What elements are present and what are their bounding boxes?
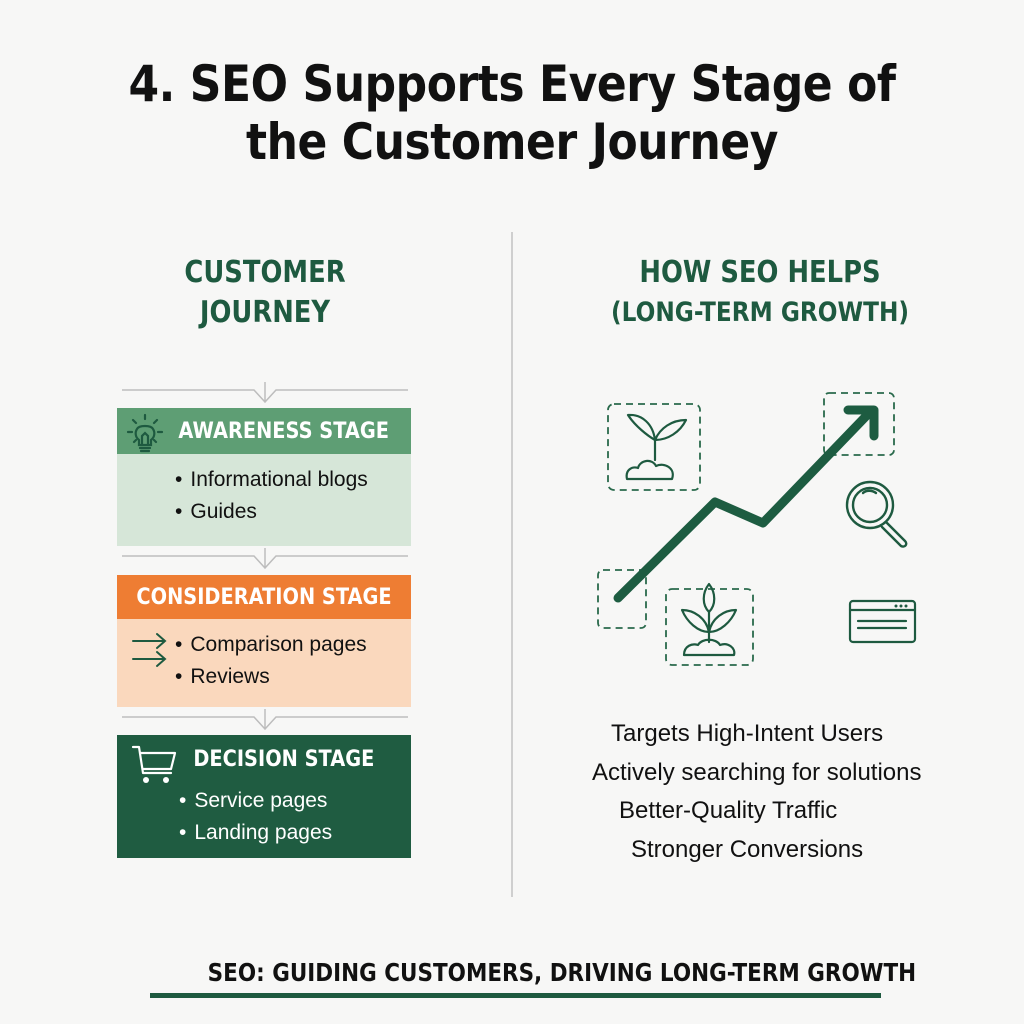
awareness-stage-title: AWARENESS STAGE — [178, 418, 390, 444]
awareness-stage-card: AWARENESS STAGE Informational blogs Guid… — [117, 408, 411, 546]
connector-arrow — [122, 548, 408, 570]
dashed-frame — [665, 588, 754, 666]
footer-tagline-text: SEO: GUIDING CUSTOMERS, DRIVING LONG-TER… — [207, 958, 917, 987]
dashed-frame — [597, 569, 647, 629]
sprout-icon — [625, 413, 688, 481]
how-seo-helps-heading: HOW SEO HELPS (LONG-TERM GROWTH) — [588, 253, 932, 333]
shopping-cart-icon — [131, 745, 177, 783]
list-item: Guides — [175, 496, 411, 528]
customer-journey-heading: CUSTOMER JOURNEY — [140, 253, 389, 333]
decision-stage-header: DECISION STAGE — [117, 735, 411, 783]
title-line-1: 4. SEO Supports Every Stage of — [128, 55, 896, 113]
dashed-frame — [823, 392, 895, 456]
consideration-stage-list: Comparison pages Reviews — [117, 619, 411, 707]
footer-tagline: SEO: GUIDING CUSTOMERS, DRIVING LONG-TER… — [150, 958, 916, 987]
decision-stage-title: DECISION STAGE — [193, 746, 375, 772]
heading-line-1: HOW SEO HELPS — [639, 255, 881, 290]
benefit-line: Stronger Conversions — [631, 836, 864, 863]
heading-line-1: CUSTOMER — [184, 255, 346, 290]
heading-line-2: (LONG-TERM GROWTH) — [611, 297, 909, 328]
benefit-line: Better-Quality Traffic — [619, 797, 838, 824]
list-item: Landing pages — [179, 817, 411, 849]
column-divider — [511, 232, 513, 897]
browser-window-icon — [848, 599, 917, 644]
footer-underline — [150, 993, 881, 998]
heading-line-2: JOURNEY — [199, 295, 331, 330]
lightbulb-icon — [126, 413, 164, 453]
list-item: Service pages — [179, 785, 411, 817]
list-item: Informational blogs — [175, 464, 411, 496]
list-item: Reviews — [175, 661, 411, 693]
arrows-right-icon — [132, 633, 167, 667]
title-line-2: the Customer Journey — [246, 113, 778, 171]
list-item: Comparison pages — [175, 629, 411, 661]
awareness-stage-list: Informational blogs Guides — [117, 454, 411, 546]
consideration-stage-header: CONSIDERATION STAGE — [117, 575, 411, 619]
connector-arrow — [122, 709, 408, 731]
decision-stage-card: DECISION STAGE Service pages Landing pag… — [117, 735, 411, 858]
connector-arrow — [122, 382, 408, 404]
benefit-line: Actively searching for solutions — [592, 759, 922, 786]
consideration-stage-card: CONSIDERATION STAGE Comparison pages Rev… — [117, 575, 411, 707]
benefit-line: Targets High-Intent Users — [611, 720, 884, 747]
magnifier-icon — [845, 480, 908, 548]
page-title: 4. SEO Supports Every Stage of the Custo… — [61, 55, 962, 171]
dashed-frame — [607, 403, 701, 491]
growth-graphic — [597, 392, 917, 666]
decision-stage-list: Service pages Landing pages — [117, 783, 411, 849]
plant-icon — [680, 582, 738, 657]
awareness-stage-header: AWARENESS STAGE — [117, 408, 411, 454]
growth-arrow-icon — [613, 405, 879, 603]
consideration-stage-title: CONSIDERATION STAGE — [136, 584, 392, 610]
